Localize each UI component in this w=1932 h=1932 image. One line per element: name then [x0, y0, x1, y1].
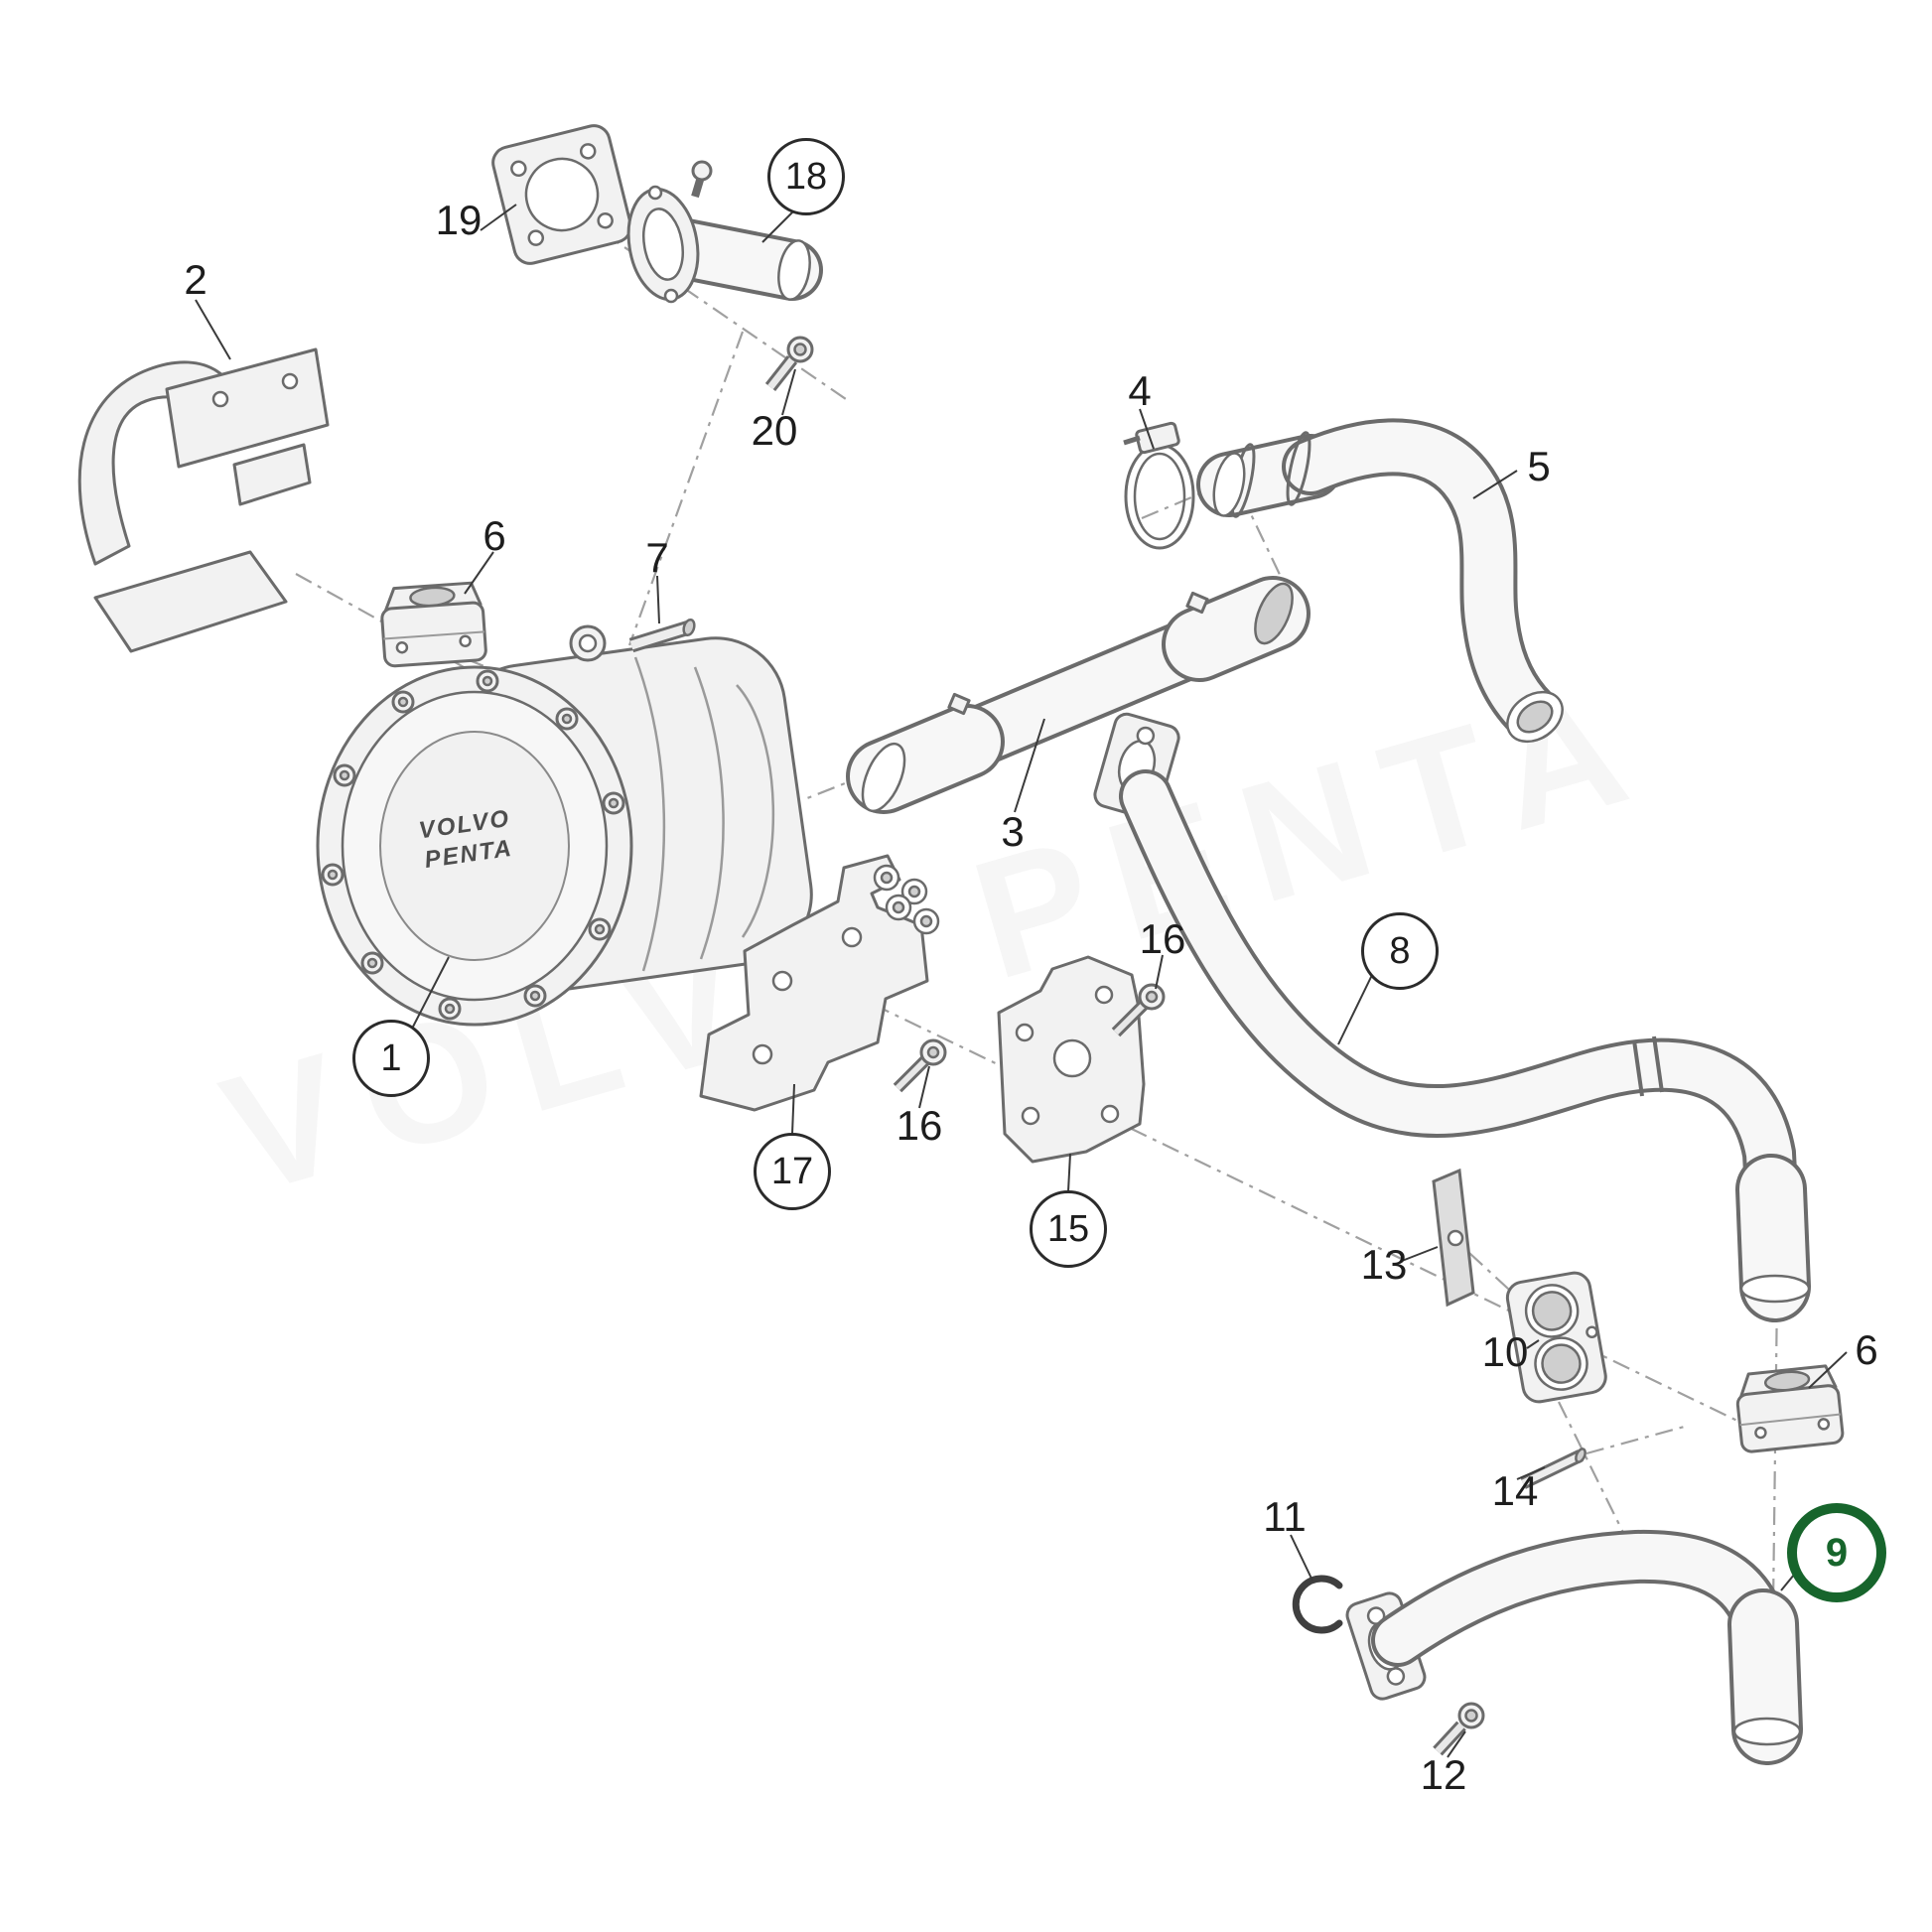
part-16-bolt-lower — [893, 1038, 947, 1093]
callout-19[interactable]: 19 — [435, 197, 483, 243]
callout-16-lower[interactable]: 16 — [896, 1102, 943, 1149]
part-11-retaining-ring — [1292, 1575, 1343, 1634]
part-8-elbow-pipe — [1093, 712, 1811, 1322]
callout-12[interactable]: 12 — [1420, 1751, 1467, 1798]
part-14-pin — [1520, 1448, 1587, 1489]
part-15-plate — [997, 955, 1146, 1164]
part-18-connector — [626, 160, 823, 304]
callout-17[interactable]: 17 — [754, 1133, 831, 1210]
callout-3[interactable]: 3 — [1001, 808, 1025, 855]
part-2-bracket — [77, 347, 330, 653]
part-10-double-clamp — [1505, 1271, 1607, 1404]
part-16-bolt-upper — [1111, 983, 1166, 1037]
callout-8[interactable]: 8 — [1361, 912, 1439, 990]
callout-6-left[interactable]: 6 — [483, 512, 506, 559]
part-12-bolt — [1433, 1702, 1485, 1756]
callout-14[interactable]: 14 — [1491, 1467, 1539, 1514]
part-9-elbow-pipe — [1345, 1529, 1803, 1765]
callout-16-upper[interactable]: 16 — [1139, 915, 1186, 962]
part-17-bracket — [699, 854, 940, 1112]
part-5-hose — [1196, 418, 1564, 744]
callout-7[interactable]: 7 — [645, 534, 669, 581]
callout-15[interactable]: 15 — [1030, 1190, 1107, 1268]
callout-6-right[interactable]: 6 — [1855, 1326, 1878, 1373]
callout-2[interactable]: 2 — [184, 256, 207, 303]
callout-4[interactable]: 4 — [1128, 367, 1152, 414]
part-7-pin — [628, 618, 696, 653]
part-1-cooler: VOLVO PENTA — [316, 624, 813, 1027]
part-6-clamp-block-right — [1735, 1364, 1845, 1453]
part-4-hose-clamp — [1123, 421, 1195, 550]
callout-18[interactable]: 18 — [767, 138, 845, 215]
part-19-gasket — [491, 124, 632, 265]
callout-20[interactable]: 20 — [751, 407, 798, 454]
callout-13[interactable]: 13 — [1360, 1241, 1408, 1288]
part-3-pipe — [846, 576, 1311, 814]
callout-10[interactable]: 10 — [1481, 1328, 1529, 1375]
part-13-shim — [1432, 1168, 1475, 1308]
part-20-bolt — [764, 336, 814, 392]
callout-5[interactable]: 5 — [1527, 443, 1551, 489]
callout-1[interactable]: 1 — [352, 1020, 430, 1097]
callout-11[interactable]: 11 — [1263, 1493, 1307, 1540]
callout-9-highlighted[interactable]: 9 — [1787, 1503, 1886, 1602]
part-6-clamp-block-left — [380, 581, 487, 668]
